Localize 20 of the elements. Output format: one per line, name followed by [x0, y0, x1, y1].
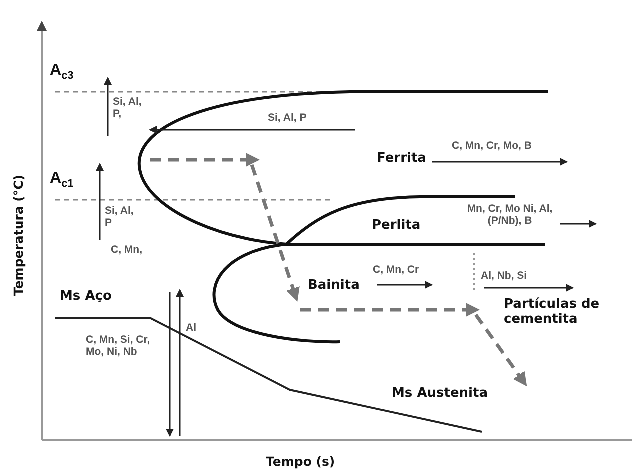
element-list: Al, Nb, Si — [481, 270, 528, 282]
element-list: Mn, Cr, Mo Ni, Al, (P/Nb), B — [464, 203, 556, 227]
threshold-label: A$_{c3}$ — [50, 62, 74, 82]
phase-label: Perlita — [372, 218, 421, 233]
axis-title: Tempo (s) — [266, 454, 336, 469]
element-list: C, Mn, — [111, 244, 142, 256]
element-list: Si, Al, P — [268, 112, 307, 124]
element-list: Al — [186, 322, 196, 334]
element-list: Si, Al, P — [105, 205, 135, 229]
phase-label: Bainita — [308, 278, 360, 293]
curve-label: Ms Aço — [60, 289, 112, 304]
element-list: Si, Al, P, — [113, 96, 153, 120]
element-list: C, Mn, Cr — [373, 264, 420, 276]
axis-title: Temperatura (°C) — [10, 174, 26, 296]
element-list: C, Mn, Si, Cr, Mo, Ni, Nb — [86, 334, 170, 358]
threshold-label: A$_{c1}$ — [50, 170, 74, 190]
phase-label: Partículas de cementita — [504, 297, 601, 327]
phase-label: Ferrita — [377, 151, 426, 166]
element-list: C, Mn, Cr, Mo, B — [452, 140, 532, 152]
curve-label: Ms Austenita — [392, 386, 488, 401]
